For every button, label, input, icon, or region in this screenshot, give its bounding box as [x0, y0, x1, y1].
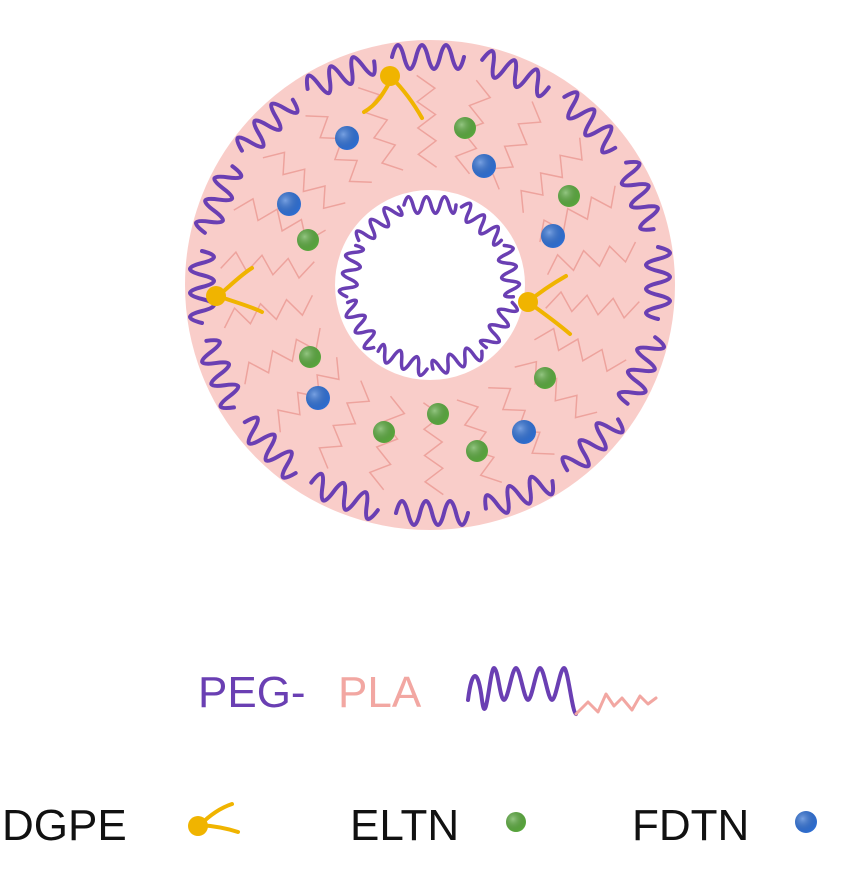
pla-chain-icon	[574, 692, 658, 716]
pla-chain-1	[545, 290, 640, 320]
pla-chain-17	[415, 74, 438, 168]
legend-peg-label: PEG-	[198, 668, 306, 717]
eltn-dot-shine-6	[427, 403, 449, 425]
eltn-dot-shine-8	[466, 440, 488, 462]
inner-peg-coil-3	[494, 242, 524, 300]
pla-chain-22	[546, 241, 637, 276]
fdtn-dot-shine-2	[472, 154, 496, 178]
eltn-dot-shine-5	[534, 367, 556, 389]
legend-eltn-label: ELTN	[350, 801, 459, 850]
pla-chain-3	[514, 360, 598, 419]
eltn-dot-shine-4	[299, 346, 321, 368]
fdtn-particles	[277, 126, 565, 444]
legend-pla-label: PLA	[338, 668, 422, 717]
pla-chain-2	[534, 327, 627, 373]
pla-chain-12	[220, 250, 315, 280]
inner-peg-coil-1	[402, 195, 458, 215]
legend-dgpe-label: DGPE	[2, 801, 127, 850]
inner-peg-coil-8	[336, 242, 366, 300]
pla-chain-20	[520, 137, 583, 213]
eltn-dot-shine-7	[373, 421, 395, 443]
fdtn-dot-icon	[795, 811, 817, 833]
pla-chain-15	[305, 115, 372, 184]
pla-chain-8	[318, 380, 371, 469]
dgpe-lipid-top	[362, 66, 424, 120]
pla-core-ring	[185, 40, 675, 530]
inner-peg-corona	[336, 195, 524, 379]
fdtn-dot-shine-6	[512, 420, 536, 444]
pla-chain-7	[368, 395, 406, 491]
fdtn-dot-shine-3	[277, 192, 301, 216]
dgpe-lipid-left	[206, 266, 264, 314]
dgpe-lipid-right	[518, 274, 572, 336]
peg-coil-icon	[466, 666, 578, 716]
pla-chain-16	[357, 86, 404, 171]
pla-chain-21	[539, 185, 616, 243]
eltn-dot-shine-3	[297, 229, 319, 251]
fdtn-dot-shine-1	[335, 126, 359, 150]
pla-chain-11	[223, 294, 314, 329]
eltn-dot-shine-2	[558, 185, 580, 207]
dgpe-lipid-icon	[188, 802, 240, 836]
legend-fdtn-label: FDTN	[632, 801, 749, 850]
eltn-dot-shine-1	[454, 117, 476, 139]
pla-chain-14	[262, 151, 346, 210]
eltn-particles	[297, 117, 580, 462]
fdtn-dot-shine-4	[541, 224, 565, 248]
fdtn-dot-shine-5	[306, 386, 330, 410]
eltn-dot-icon	[506, 812, 526, 832]
